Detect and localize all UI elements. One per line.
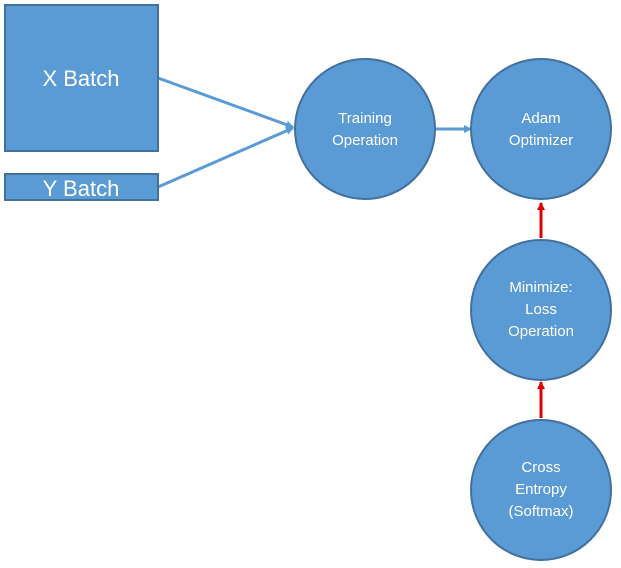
adam-optimizer-node: Adam Optimizer [470,58,612,200]
training-operation-line-2: Operation [332,132,398,149]
adam-optimizer-line-1: Adam [521,110,560,127]
cross-entropy-node: Cross Entropy (Softmax) [470,419,612,561]
cross-entropy-line-1: Cross [521,459,560,476]
training-operation-node: Training Operation [294,58,436,200]
y-batch-node: Y Batch [4,173,159,201]
x-batch-label: X Batch [42,66,119,91]
cross-entropy-line-3: (Softmax) [508,503,573,520]
minimize-loss-line-2: Loss [525,301,557,318]
minimize-loss-line-1: Minimize: [509,279,572,296]
minimize-loss-line-3: Operation [508,323,574,340]
adam-optimizer-line-2: Optimizer [509,132,573,149]
cross-entropy-line-2: Entropy [515,481,567,498]
edge-x-batch-to-training [157,76,294,129]
training-operation-line-1: Training [338,110,392,127]
minimize-loss-node: Minimize: Loss Operation [470,239,612,381]
x-batch-node: X Batch [4,4,159,152]
edge-y-batch-to-training [157,126,294,189]
y-batch-label: Y Batch [43,176,120,201]
